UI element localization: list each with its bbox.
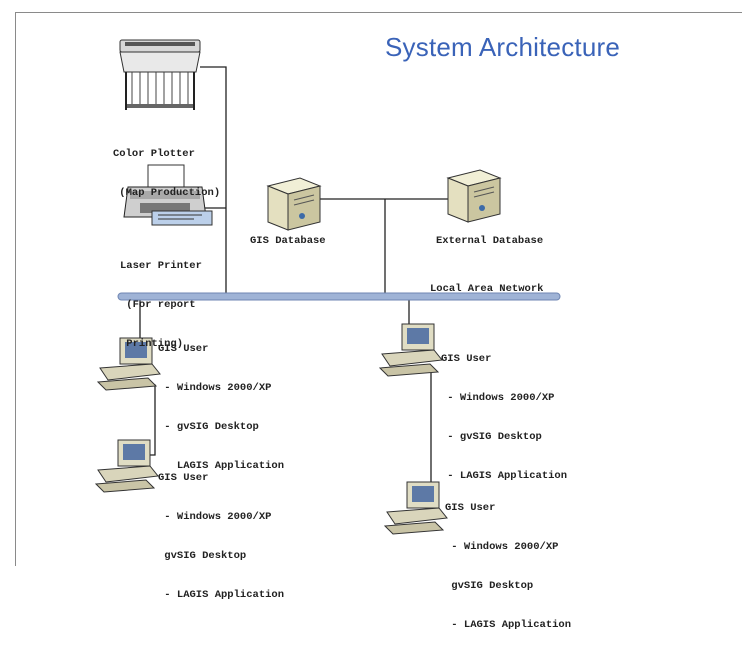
workstation-icon xyxy=(378,323,443,377)
lan-label: Local Area Network xyxy=(430,283,544,295)
workstation-3-label: GIS User - Windows 2000/XP gvSIG Desktop… xyxy=(158,472,285,601)
workstation-2-label: GIS User - Windows 2000/XP - gvSIG Deskt… xyxy=(441,353,568,482)
laser-printer-label: Laser Printer (For report Printing) xyxy=(120,260,202,350)
workstation-icon xyxy=(94,439,159,493)
color-plotter-icon xyxy=(119,39,201,110)
workstation-4-label: GIS User - Windows 2000/XP gvSIG Desktop… xyxy=(445,502,572,631)
workstation-icon xyxy=(96,337,161,391)
slide-frame xyxy=(15,12,742,566)
laser-printer-icon xyxy=(123,164,213,226)
plotter-connector xyxy=(200,66,227,297)
workstation-icon xyxy=(383,481,448,535)
plotter-label: Color Plotter (Map Production) xyxy=(113,148,221,199)
gis-database-label: GIS Database xyxy=(250,235,326,247)
lan-bar xyxy=(117,292,561,301)
ws2-to-ws4-connector xyxy=(409,371,432,491)
external-database-label: External Database xyxy=(436,235,544,247)
architecture-diagram xyxy=(94,39,561,535)
workstation-1-label: GIS User - Windows 2000/XP - gvSIG Deskt… xyxy=(158,343,285,472)
server-icon xyxy=(446,169,502,223)
server-icon xyxy=(266,177,322,231)
slide-title: System Architecture xyxy=(385,32,620,62)
